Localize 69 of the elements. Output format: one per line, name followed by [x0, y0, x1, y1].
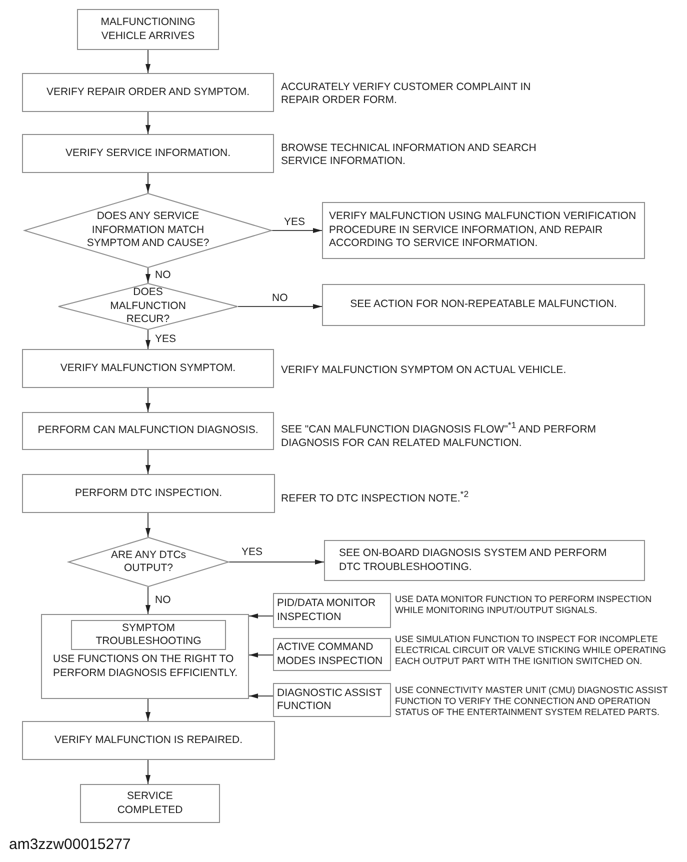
sub-process-box [71, 620, 226, 650]
arrow [248, 694, 274, 698]
arrow [146, 268, 150, 284]
step-text: DIAGNOSTIC ASSIST FUNCTION [277, 686, 383, 714]
start-box [77, 9, 219, 50]
step-text: SEE ACTION FOR NON-REPEATABLE MALFUNCTION. [350, 298, 617, 312]
function-box [273, 683, 391, 717]
step-text: VERIFY REPAIR ORDER AND SYMPTOM. [46, 86, 250, 100]
process-box [22, 721, 275, 760]
figure-id-text: am3zzw00015277 [9, 836, 131, 854]
arrow [146, 760, 150, 784]
step-text: SERVICE COMPLETED [116, 790, 184, 817]
troubleshooting-panel [41, 614, 249, 699]
step-text: VERIFY MALFUNCTION USING MALFUNCTION VERIFICATION PROCEDURE IN SERVICE INFORMATION, AND REPAIR ACCORDING TO SERVICE INFORMATION. [329, 210, 638, 251]
decision-diamond [58, 283, 238, 330]
step-text: PERFORM DTC INSPECTION. [74, 486, 222, 500]
step-text: VERIFY SERVICE INFORMATION. [65, 146, 231, 160]
decision-text: DOES ANY SERVICE INFORMATION MATCH SYMPTOM AND CAUSE? [86, 210, 210, 251]
step-text: SYMPTOM TROUBLESHOOTING [94, 622, 202, 648]
process-box [22, 134, 274, 173]
arrow [146, 586, 150, 614]
decision-diamond [24, 193, 272, 268]
process-box [22, 73, 274, 112]
edge-label: YES [154, 332, 178, 346]
arrow [146, 330, 150, 350]
edge-label: YES [283, 216, 306, 228]
step-text: ACTIVE COMMAND MODES INSPECTION [277, 641, 384, 668]
process-box [324, 540, 645, 581]
note-text: VERIFY MALFUNCTION SYMPTOM ON ACTUAL VEHICLE. [281, 364, 568, 377]
note-text: USE DATA MONITOR FUNCTION TO PERFORM INSPECTION WHILE MONITORING INPUT/OUTPUT SIGNALS. [395, 594, 653, 616]
note-text: SEE "CAN MALFUNCTION DIAGNOSIS FLOW"$^{*1}$ AND PERFORM DIAGNOSIS FOR CAN RELATED MALFUNCTION. [281, 419, 598, 450]
arrow [238, 304, 322, 309]
step-text: USE FUNCTIONS ON THE RIGHT TO PERFORM DIAGNOSIS EFFICIENTLY. [53, 653, 239, 680]
function-box [273, 593, 391, 628]
process-box [322, 202, 645, 259]
decision-diamond [68, 537, 229, 587]
arrow [146, 172, 150, 194]
process-box [22, 412, 274, 450]
arrow [272, 228, 322, 233]
arrow [146, 50, 150, 74]
arrow [146, 450, 150, 474]
process-box [22, 349, 274, 388]
arrow [146, 112, 150, 134]
edge-label: NO [154, 594, 172, 606]
note-text: USE CONNECTIVITY MASTER UNIT (CMU) DIAGNOSTIC ASSIST FUNCTION TO VERIFY THE CONNECTION AND OPERATION STATUS OF THE ENTERTAINMENT SYSTEM RELATED PARTS. [395, 685, 669, 718]
decision-text: ARE ANY DTCs OUTPUT? [110, 548, 188, 576]
arrow [146, 512, 150, 538]
arrow [248, 614, 274, 618]
step-text: PERFORM CAN MALFUNCTION DIAGNOSIS. [38, 424, 258, 438]
edge-label: NO [154, 268, 172, 282]
edge-label: NO [271, 292, 289, 304]
arrow [248, 652, 274, 658]
step-text: VERIFY MALFUNCTION SYMPTOM. [60, 362, 236, 376]
step-text: VERIFY MALFUNCTION IS REPAIRED. [54, 734, 243, 748]
note-text: USE SIMULATION FUNCTION TO INSPECT FOR INCOMPLETE ELECTRICAL CIRCUIT OR VALVE STICKING WHILE OPERATING EACH OUTPUT PART WITH THE IGNITION SWITCHED ON. [395, 634, 668, 667]
note-text: ACCURATELY VERIFY CUSTOMER COMPLAINT IN REPAIR ORDER FORM. [281, 81, 532, 107]
note-text: BROWSE TECHNICAL INFORMATION AND SEARCH SERVICE INFORMATION. [281, 142, 538, 168]
step-text: SEE ON-BOARD DIAGNOSIS SYSTEM AND PERFORM DTC TROUBLESHOOTING. [339, 547, 608, 574]
step-text: PID/DATA MONITOR INSPECTION [277, 597, 377, 624]
function-box [273, 638, 391, 671]
note-text: REFER TO DTC INSPECTION NOTE.$^{*2}$ [281, 488, 470, 506]
step-text: MALFUNCTIONING VEHICLE ARRIVES [100, 16, 196, 43]
decision-text: DOES MALFUNCTION RECUR? [109, 286, 187, 327]
arrow [146, 388, 150, 412]
process-box [22, 474, 275, 513]
arrow [146, 698, 150, 722]
arrow [228, 560, 324, 564]
process-box [322, 284, 645, 326]
end-box [80, 784, 220, 823]
